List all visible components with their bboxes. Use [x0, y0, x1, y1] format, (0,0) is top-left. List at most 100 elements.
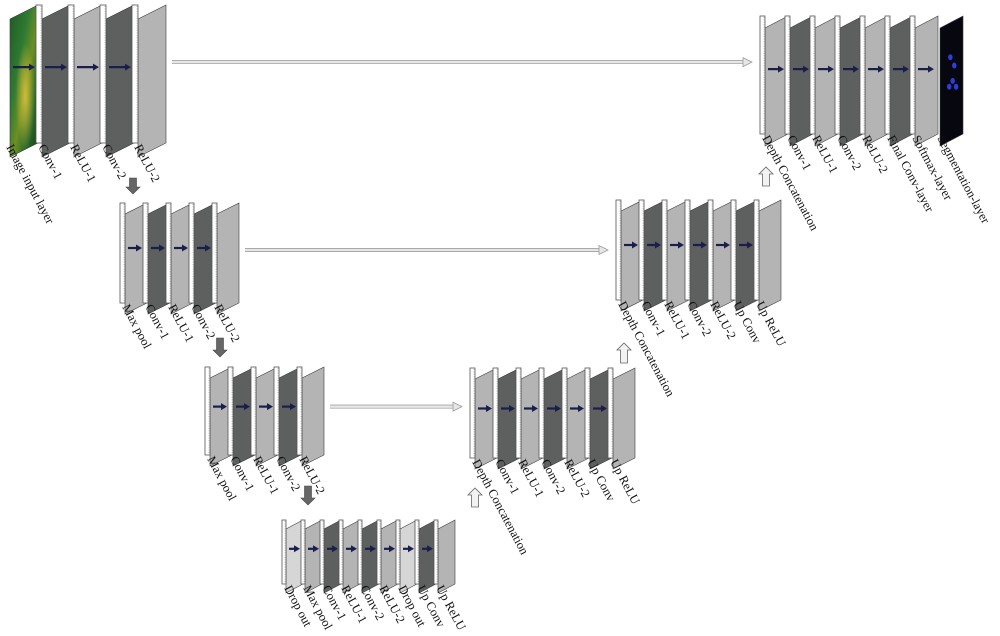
layer-frame: [395, 519, 401, 585]
flow-arrow-head: [182, 244, 188, 252]
down-arrow-1: [125, 177, 141, 195]
up-arrow-3: [758, 166, 774, 187]
skip-arrow-level-1: [172, 56, 753, 68]
layer-conv-2: Conv-2: [99, 4, 135, 182]
layer-frame: [859, 15, 866, 135]
layer-frame: [338, 519, 344, 585]
layer-frame: [561, 367, 568, 459]
flow-arrow-head: [244, 403, 250, 411]
flow-arrow-head: [29, 63, 35, 71]
layer-face: [814, 15, 839, 147]
down-arrow-3: [300, 485, 316, 506]
down-arrow-icon: [300, 485, 316, 506]
layer-face: [789, 15, 814, 147]
layer-face: [380, 519, 399, 594]
layer-frame: [538, 367, 545, 459]
flow-arrow-head: [555, 405, 561, 412]
layer-label: ReLU-2: [296, 454, 328, 497]
layer-relu-1: ReLU-1: [67, 4, 103, 185]
flow-arrow-head: [159, 244, 165, 252]
layer-conv-1: Conv-1: [35, 4, 71, 182]
layer-frame: [165, 202, 172, 304]
layer-frame: [250, 366, 257, 456]
layer-frame: [188, 202, 195, 304]
layer-frame: [35, 4, 43, 144]
block-dec1: Depth ConcatenationConv-1ReLU-1Conv-2ReL…: [759, 15, 993, 234]
layer-face: [342, 519, 361, 594]
flow-arrow-head: [267, 403, 273, 411]
flow-arrow-head: [332, 545, 338, 553]
layer-face: [285, 519, 304, 594]
flow-arrow-head: [655, 241, 661, 249]
layer-frame: [67, 4, 75, 144]
layer-face: [399, 519, 418, 594]
flow-arrow-head: [828, 65, 834, 73]
layer-frame: [300, 519, 306, 585]
layer-frame: [99, 4, 107, 144]
skip-fill: [245, 248, 600, 252]
flow-arrow-head: [290, 403, 296, 411]
skip-arrow-head: [742, 56, 753, 68]
layer-frame: [909, 15, 916, 135]
flow-arrow-head: [803, 65, 809, 73]
layer-frame: [707, 199, 714, 301]
skip-fill: [172, 60, 744, 64]
layer-face: [612, 367, 636, 470]
flow-arrow-head: [878, 65, 884, 73]
layer-face: [437, 519, 456, 594]
layer-face: [73, 4, 103, 158]
layer-up-relu: Up ReLU: [753, 199, 789, 349]
layer-face: [839, 15, 864, 147]
flow-arrow-head: [93, 63, 99, 71]
layer-face: [301, 366, 325, 467]
input-image-highlight: [10, 5, 38, 157]
layer-frame: [515, 367, 522, 459]
flow-arrow-head: [486, 405, 492, 412]
layer-frame: [884, 15, 891, 135]
layer-face: [764, 15, 789, 147]
layer-frame: [469, 367, 476, 459]
flow-arrow-head: [370, 545, 376, 553]
flow-arrow-head: [509, 405, 515, 412]
down-arrow-icon: [125, 177, 141, 195]
layer-frame: [414, 519, 420, 585]
layer-frame: [607, 367, 614, 459]
layer-label: ReLU-2: [211, 302, 243, 345]
flow-arrow-head: [313, 545, 319, 553]
segmentation-blob: [953, 83, 959, 90]
layer-frame: [131, 4, 139, 144]
layer-face: [864, 15, 889, 147]
layer-face: [889, 15, 914, 147]
segmentation-blob: [952, 62, 957, 69]
layer-frame: [142, 202, 149, 304]
segmentation-blob: [947, 83, 952, 90]
flow-arrow-head: [701, 241, 707, 249]
layer-frame: [211, 202, 218, 304]
flow-arrow-head: [928, 65, 934, 73]
up-arrow-icon: [467, 487, 483, 508]
block-dec2: Depth ConcatenationConv-1ReLU-1Conv-2ReL…: [615, 199, 789, 400]
segmentation-blob: [950, 77, 955, 84]
layer-frame: [753, 199, 760, 301]
segmentation-blob: [948, 54, 953, 61]
layer-frame: [759, 15, 766, 135]
layer-face: [758, 199, 782, 312]
up-arrow-icon: [616, 342, 632, 364]
layer-frame: [227, 366, 234, 456]
layer-face: [914, 15, 939, 147]
up-arrow-2: [616, 342, 632, 364]
layer-frame: [281, 519, 287, 585]
up-arrow-icon: [758, 166, 774, 187]
layer-frame: [638, 199, 645, 301]
flow-arrow-head: [678, 241, 684, 249]
layer-frame: [492, 367, 499, 459]
flow-arrow-head: [578, 405, 584, 412]
layer-frame: [809, 15, 816, 135]
layer-conv-2: Conv-2: [684, 199, 714, 339]
layer-face: [361, 519, 380, 594]
layer-frame: [273, 366, 280, 456]
